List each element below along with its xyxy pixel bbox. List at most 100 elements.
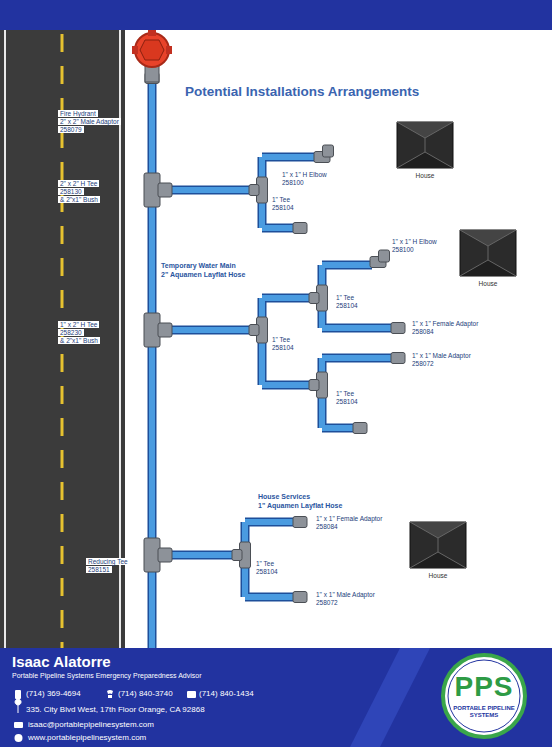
roof-ridge: [410, 522, 438, 538]
footer-band: [0, 648, 552, 747]
part-label: 258230: [58, 329, 84, 336]
part-label: 1" x 1" Male Adaptor: [412, 352, 471, 359]
roof: [410, 522, 466, 538]
contact-text: (714) 840-1434: [199, 689, 254, 698]
part-label: & 2"x1" Bush: [58, 337, 100, 344]
part-label: 1" x 1" Female Adaptor: [316, 515, 382, 522]
part-label: 1" Tee: [336, 390, 354, 397]
part-label: 258084: [412, 328, 434, 335]
adaptor-fitting: [293, 592, 307, 603]
roof: [460, 230, 516, 246]
contact-text: (714) 840-3740: [118, 689, 173, 698]
elbow-fitting: [379, 250, 390, 262]
part-label: 258151: [86, 566, 112, 573]
company-logo: PPS PORTABLE PIPELINE SYSTEMS: [440, 652, 528, 740]
logo-ring: [448, 660, 520, 732]
tee-fitting: [249, 325, 259, 336]
part-label: Temporary Water Main: [161, 262, 236, 270]
contact-text: isaac@portablepipelinesystem.com: [28, 720, 154, 729]
adaptor-fitting: [353, 423, 367, 434]
part-label: 258104: [272, 344, 294, 351]
roof-ridge: [425, 122, 453, 138]
roof: [410, 522, 466, 568]
tee-fitting: [309, 380, 319, 391]
roof-ridge: [438, 538, 439, 552]
roof: [410, 552, 466, 568]
part-label: Reducing Tee: [86, 558, 130, 565]
contact-text: Portable Pipeline Systems Emergency Prep…: [12, 672, 201, 680]
roof-ridge: [488, 230, 516, 246]
tee-fitting: [232, 550, 242, 561]
house-label: House: [429, 572, 448, 579]
house-icon: House: [395, 118, 455, 179]
house-roof: [458, 226, 518, 278]
roof-ridge: [410, 552, 438, 568]
roof-ridge: [460, 260, 488, 276]
part-label: 258072: [412, 360, 434, 367]
roof: [397, 122, 453, 138]
contact-text: 335. City Blvd West, 17th Floor Orange, …: [26, 705, 205, 714]
part-label: 258104: [272, 204, 294, 211]
part-label: 258130: [58, 188, 84, 195]
part-label: Fire Hydrant: [58, 110, 98, 117]
logo-mark: PPS: [454, 673, 513, 701]
part-label: 1" x 2" H Tee: [58, 321, 99, 328]
part-label: 258100: [392, 246, 414, 253]
roof: [460, 260, 516, 276]
tee-fitting: [158, 548, 172, 562]
part-label: 258079: [58, 126, 84, 133]
part-label: 1" x 1" H Elbow: [392, 238, 437, 245]
roof-ridge: [397, 122, 425, 138]
part-label: & 2"x1" Bush: [58, 196, 100, 203]
house-icon: House: [458, 226, 518, 287]
part-label: 258104: [256, 568, 278, 575]
tee-fitting: [158, 183, 172, 197]
part-label: 258084: [316, 523, 338, 530]
diagram-title: Potential Installations Arrangements: [185, 84, 419, 100]
part-label: 258104: [336, 302, 358, 309]
roof-ridge: [397, 152, 425, 168]
house-roof: [395, 118, 455, 170]
part-label: 258104: [336, 398, 358, 405]
part-label: 1" x 1" H Elbow: [282, 171, 327, 178]
house-icon: House: [408, 518, 468, 579]
contact-icons: [14, 690, 196, 742]
contact-text: Isaac Alatorre: [12, 653, 111, 670]
part-label: 1" Tee: [256, 560, 274, 567]
hose-lines: [152, 70, 398, 747]
tee-fitting: [249, 185, 259, 196]
part-label: 1" Tee: [272, 336, 290, 343]
fittings: [144, 73, 405, 603]
adaptor-fitting: [293, 223, 307, 234]
part-label: 1" x 1" Male Adaptor: [316, 591, 375, 598]
roof-ridge: [425, 138, 426, 152]
fire-hydrant: [132, 30, 172, 82]
part-label: 2" x 2" H Tee: [58, 180, 99, 187]
adaptor-fitting: [391, 353, 405, 364]
part-label: 258100: [282, 179, 304, 186]
tee-fitting: [309, 293, 319, 304]
roof: [397, 122, 453, 168]
contact-text: (714) 369-4694: [26, 689, 81, 698]
part-label: 1" Tee: [336, 294, 354, 301]
roof: [397, 152, 453, 168]
top-bar: [0, 0, 552, 30]
adaptor-fitting: [391, 323, 405, 334]
roof-ridge: [488, 246, 489, 260]
adaptor-fitting: [293, 517, 307, 528]
house-roof: [408, 518, 468, 570]
house-label: House: [416, 172, 435, 179]
elbow-fitting: [323, 145, 334, 157]
part-label: 1" x 1" Female Adaptor: [412, 320, 478, 327]
roof-ridge: [438, 552, 466, 568]
part-label: 2" Aquamen Layflat Hose: [161, 271, 245, 279]
part-label: 1" Aquamen Layflat Hose: [258, 502, 342, 510]
part-label: 2" x 2" Male Adaptor: [58, 118, 121, 125]
roof-ridge: [438, 522, 466, 538]
roof-ridge: [425, 152, 453, 168]
logo-ring: [443, 655, 525, 737]
logo-name: PORTABLE PIPELINE SYSTEMS: [453, 705, 515, 718]
tee-fitting: [158, 323, 172, 337]
roof-ridge: [460, 230, 488, 246]
